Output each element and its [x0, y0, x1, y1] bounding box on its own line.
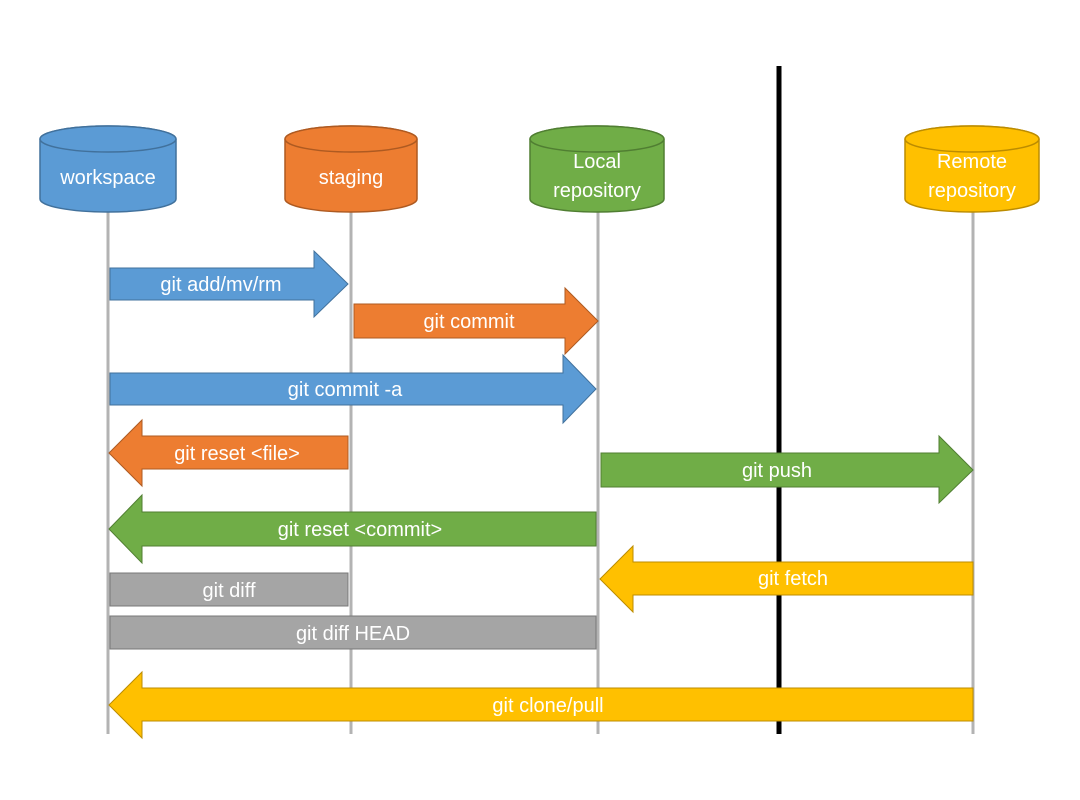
- op-git-reset-commit: git reset <commit>: [108, 493, 597, 565]
- op-git-commit-a: git commit -a: [109, 353, 597, 425]
- arrow-shape: [599, 544, 974, 614]
- op-label: git reset <file>: [174, 443, 300, 465]
- op-label: git commit: [423, 311, 515, 333]
- node-staging: staging: [284, 125, 418, 213]
- op-label: git reset <commit>: [278, 519, 443, 541]
- op-label: git add/mv/rm: [160, 274, 281, 296]
- op-label: git commit -a: [288, 379, 403, 401]
- bar-shape: [109, 572, 349, 607]
- op-git-push: git push: [600, 434, 974, 505]
- op-git-diff: git diff: [109, 572, 349, 607]
- node-label: workspace: [59, 167, 156, 189]
- node-label-line-1: Remote: [937, 151, 1007, 173]
- op-label: git clone/pull: [492, 695, 603, 717]
- node-local-repository: Local repository: [529, 125, 665, 213]
- cylinder-top: [284, 125, 418, 153]
- node-workspace: workspace: [39, 125, 177, 213]
- op-git-clone-pull: git clone/pull: [108, 670, 974, 740]
- op-label: git push: [742, 460, 812, 482]
- op-label: git fetch: [758, 568, 828, 590]
- op-git-fetch: git fetch: [599, 544, 974, 614]
- node-label-line-1: Local: [573, 151, 621, 173]
- node-label-line-2: repository: [553, 180, 641, 202]
- node-remote-repository: Remote repository: [904, 125, 1040, 213]
- arrow-shape: [108, 670, 974, 740]
- arrow-shape: [108, 418, 349, 488]
- node-label: staging: [319, 167, 384, 189]
- arrow-shape: [109, 353, 597, 425]
- op-git-add: git add/mv/rm: [109, 249, 349, 319]
- op-label: git diff: [203, 580, 256, 602]
- arrow-shape: [600, 434, 974, 505]
- op-label: git diff HEAD: [296, 623, 410, 645]
- bar-shape: [109, 615, 597, 650]
- cylinder-top: [39, 125, 177, 153]
- op-git-reset-file: git reset <file>: [108, 418, 349, 488]
- node-label-line-2: repository: [928, 180, 1016, 202]
- op-git-commit: git commit: [353, 286, 599, 356]
- cylinder-top: [529, 125, 665, 153]
- arrow-shape: [109, 249, 349, 319]
- op-git-diff-head: git diff HEAD: [109, 615, 597, 650]
- cylinder-top: [904, 125, 1040, 153]
- arrow-shape: [108, 493, 597, 565]
- arrow-shape: [353, 286, 599, 356]
